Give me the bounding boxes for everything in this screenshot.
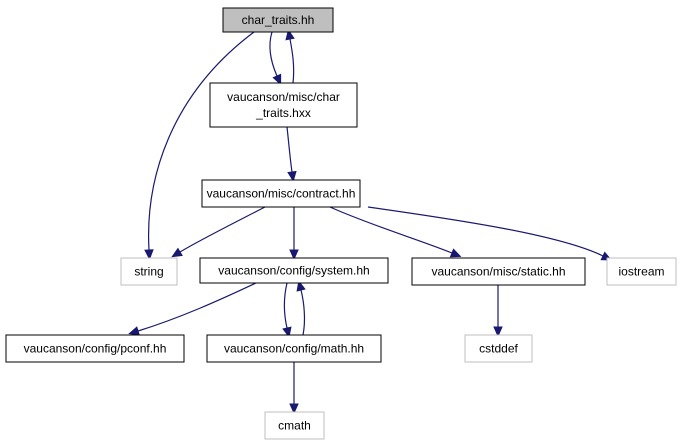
edge-line: [137, 282, 257, 332]
edge-line: [179, 206, 266, 253]
edge-contract_hh-to-static_hh: [329, 206, 462, 258]
node-char_traits_hh: char_traits.hh: [222, 7, 334, 33]
node-label: _traits.hxx: [255, 106, 311, 120]
edge-line: [148, 31, 255, 251]
edge-system_hh-to-math_hh: [282, 282, 292, 338]
node-label: cstddef: [479, 342, 518, 356]
node-system_hh[interactable]: vaucanson/config/system.hh: [199, 257, 389, 284]
edge-layer: [128, 28, 613, 415]
arrowhead-icon: [287, 170, 297, 183]
node-cstddef: cstddef: [464, 334, 533, 363]
edge-line: [269, 31, 278, 77]
node-box: [606, 257, 677, 286]
node-box: [464, 334, 533, 363]
node-box: [201, 179, 361, 208]
node-label: vaucanson/misc/static.hh: [431, 265, 565, 279]
arrowhead-icon: [289, 249, 299, 261]
node-layer: char_traits.hh vaucanson/misc/char _traits…: [5, 7, 677, 440]
edge-char_traits_hh-to-string: [144, 31, 255, 261]
edge-char_traits_hh-to-char_traits_hxx: [269, 31, 282, 86]
node-string: string: [120, 257, 178, 286]
node-box: [411, 257, 586, 286]
edge-char_traits_hxx-to-contract_hh: [286, 126, 297, 183]
node-pconf_hh[interactable]: vaucanson/config/pconf.hh: [5, 334, 185, 363]
node-label: char_traits.hh: [242, 13, 315, 27]
node-label: vaucanson/config/math.hh: [224, 342, 364, 356]
node-contract_hh[interactable]: vaucanson/misc/contract.hh: [201, 179, 361, 208]
node-label: string: [134, 265, 163, 279]
node-label: iostream: [618, 265, 664, 279]
node-char_traits_hxx[interactable]: vaucanson/misc/char _traits.hxx: [209, 82, 358, 128]
edge-math_hh-to-cmath: [289, 361, 299, 415]
node-label: vaucanson/misc/contract.hh: [207, 187, 356, 201]
node-label: vaucanson/config/pconf.hh: [24, 342, 167, 356]
node-math_hh[interactable]: vaucanson/config/math.hh: [206, 334, 382, 363]
edge-line: [367, 206, 604, 257]
arrowhead-icon: [171, 247, 183, 258]
edge-line: [289, 38, 295, 84]
node-box: [5, 334, 185, 363]
arrowhead-icon: [128, 326, 140, 336]
node-box: [264, 411, 325, 440]
node-label: cmath: [278, 419, 311, 433]
node-box: [206, 334, 382, 363]
edge-line: [286, 126, 293, 173]
node-box: [209, 82, 358, 128]
edge-system_hh-to-pconf_hh: [128, 282, 257, 336]
arrowhead-icon: [296, 280, 306, 292]
node-iostream: iostream: [606, 257, 677, 286]
arrowhead-icon: [285, 28, 295, 41]
edge-contract_hh-to-string: [171, 206, 266, 258]
node-box: [222, 7, 334, 33]
arrowhead-icon: [289, 403, 299, 415]
arrowhead-icon: [272, 73, 282, 86]
node-box: [199, 257, 389, 284]
node-box: [120, 257, 178, 286]
arrowhead-icon: [282, 326, 292, 338]
arrowhead-icon: [144, 249, 154, 261]
arrowhead-icon: [493, 326, 503, 338]
edge-math_hh-to-system_hh: [296, 280, 306, 336]
node-cmath: cmath: [264, 411, 325, 440]
arrowhead-icon: [449, 248, 462, 258]
edge-line: [329, 206, 453, 254]
edge-line: [300, 289, 306, 336]
node-label: vaucanson/misc/char: [227, 90, 340, 104]
edge-char_traits_hxx-to-char_traits_hh: [285, 28, 295, 84]
edge-line: [283, 282, 288, 329]
node-static_hh[interactable]: vaucanson/misc/static.hh: [411, 257, 586, 286]
edge-contract_hh-to-iostream: [367, 206, 613, 261]
node-label: vaucanson/config/system.hh: [218, 264, 369, 278]
edge-static_hh-to-cstddef: [493, 285, 503, 338]
edge-contract_hh-to-system_hh: [289, 206, 299, 261]
